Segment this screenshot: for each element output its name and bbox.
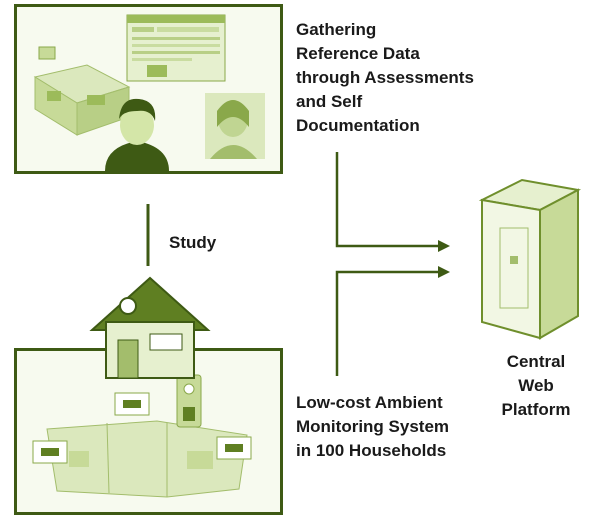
- central-web-platform-label: Central Web Platform: [501, 352, 571, 419]
- server-icon: [478, 178, 582, 340]
- study-label: Study: [169, 233, 217, 252]
- arrow-bottom: [335, 266, 450, 376]
- gathering-label: Gathering Reference Data through Assessm…: [296, 20, 474, 135]
- sensor-callout: [32, 392, 252, 464]
- floorplan-icon: [33, 46, 131, 136]
- house-icon: [89, 276, 211, 379]
- assessment-illustration: [33, 14, 265, 171]
- headset-operator-icon: [205, 93, 265, 159]
- arrow-top: [335, 152, 450, 252]
- assessment-frame: [14, 4, 283, 174]
- person-icon: [105, 98, 169, 171]
- monitoring-frame: [14, 348, 283, 515]
- sensor-device-icon: [176, 374, 202, 428]
- monitoring-label: Low-cost Ambient Monitoring System in 10…: [296, 393, 450, 460]
- screenshot-icon: [126, 14, 226, 82]
- floorplan-icon: [46, 420, 248, 498]
- monitoring-illustration: [32, 374, 252, 498]
